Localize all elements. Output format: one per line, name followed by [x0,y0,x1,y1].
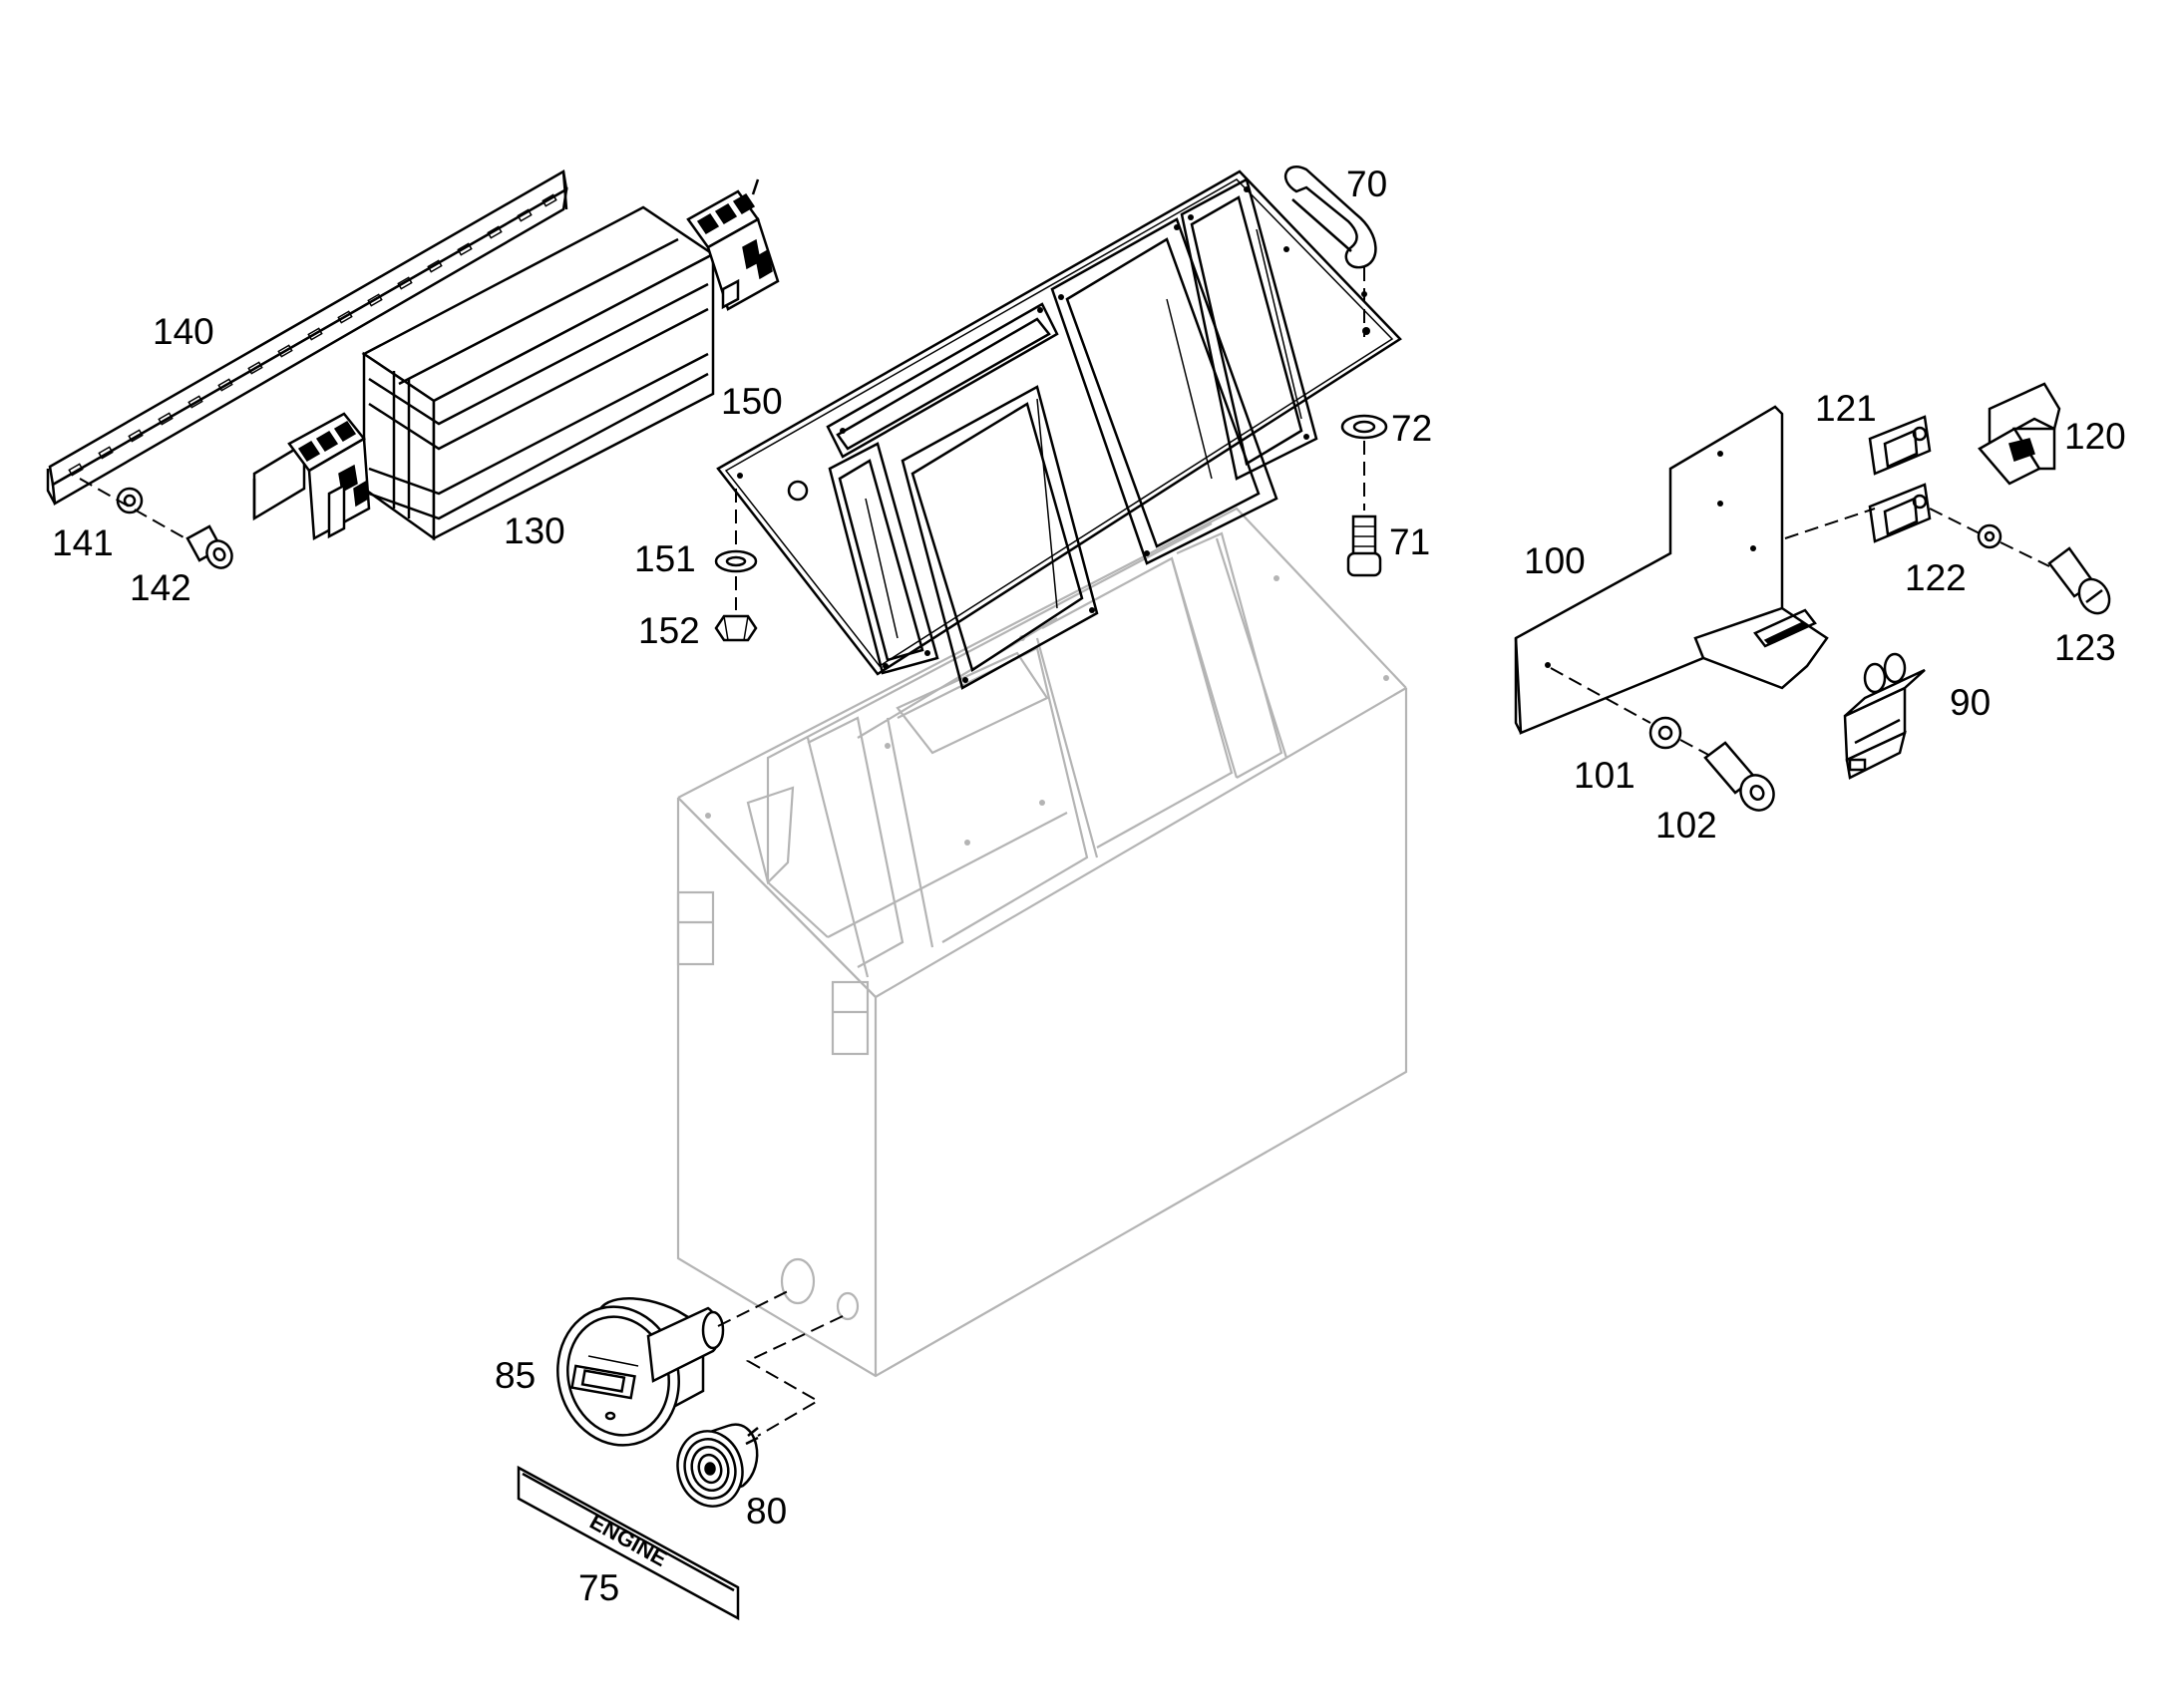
bolt-71 [1346,514,1382,577]
washer-122 [1977,523,2002,549]
screw-102 [1703,741,1775,812]
buzzer-80 [676,1423,759,1508]
washer-141 [116,487,144,514]
label-72: 72 [1391,408,1432,449]
hour-meter-85 [556,1297,725,1447]
washer-101 [1648,716,1682,750]
washer-72 [1340,414,1388,440]
label-141: 141 [52,522,114,563]
label-150: 150 [721,381,783,422]
label-71: 71 [1389,521,1430,562]
label-130: 130 [504,511,565,551]
din-rail-140 [46,170,568,507]
terminal-block-right [686,178,780,311]
label-70: 70 [1346,164,1387,204]
screw-142 [185,524,233,569]
handle-70 [1284,166,1377,269]
label-100: 100 [1524,540,1586,581]
clip-121 [1868,415,1932,543]
part-labels: 70 72 71 150 151 152 140 141 142 130 100… [52,164,2126,1608]
label-85: 85 [495,1355,536,1396]
label-121: 121 [1815,388,1877,429]
mounting-bracket-100 [1514,405,1829,735]
label-122: 122 [1905,557,1967,598]
heatsink-module-130 [252,178,780,541]
screw-123 [2047,546,2111,615]
label-140: 140 [153,311,214,352]
label-123: 123 [2054,627,2116,668]
nut-152 [714,614,758,642]
label-151: 151 [634,538,696,579]
lid-panel-150 [716,170,1402,690]
label-90: 90 [1950,682,1991,723]
relay-90 [1843,652,1926,780]
label-75: 75 [578,1567,619,1608]
label-152: 152 [638,610,700,651]
label-80: 80 [746,1491,787,1532]
label-142: 142 [130,567,191,608]
label-102: 102 [1655,805,1717,846]
label-120: 120 [2064,416,2126,457]
clamp-120 [1978,382,2061,486]
terminal-block-left [252,412,371,541]
label-101: 101 [1574,755,1635,796]
washer-151 [714,549,758,573]
control-box-housing [676,507,1408,1378]
